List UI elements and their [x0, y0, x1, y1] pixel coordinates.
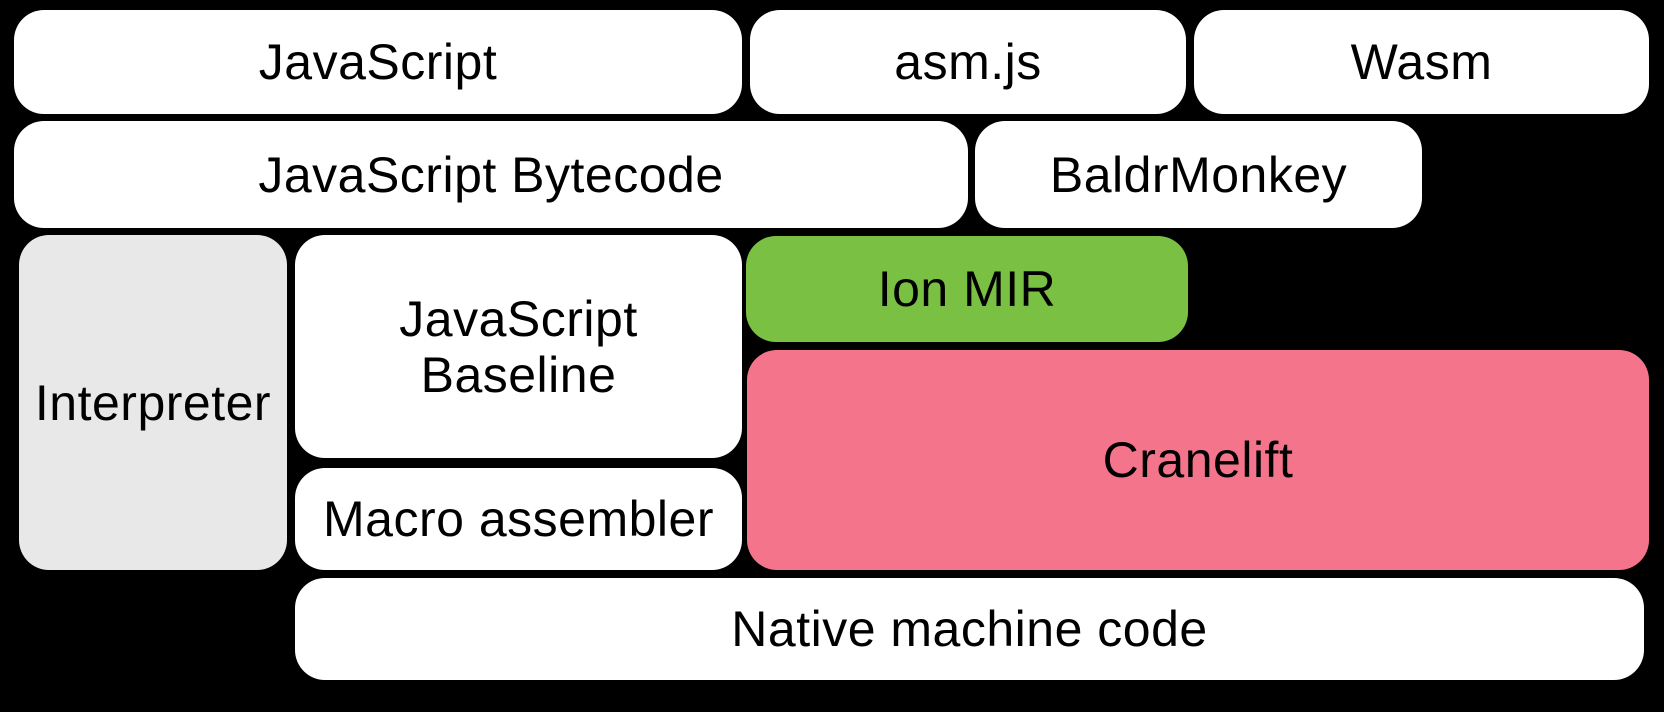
node-macro-assembler-label: Macro assembler: [323, 491, 714, 547]
node-macro-assembler: Macro assembler: [295, 468, 742, 570]
node-ion-mir: Ion MIR: [746, 236, 1188, 342]
node-interpreter: Interpreter: [19, 235, 287, 570]
node-javascript: JavaScript: [14, 10, 742, 114]
node-baldrmonkey-label: BaldrMonkey: [1049, 146, 1348, 203]
node-interpreter-label: Interpreter: [34, 374, 272, 431]
node-baldrmonkey: BaldrMonkey: [975, 121, 1422, 228]
node-ion-mir-label: Ion MIR: [877, 261, 1057, 317]
node-cranelift: Cranelift: [747, 350, 1649, 570]
node-wasm: Wasm: [1194, 10, 1649, 114]
node-javascript-bytecode-label: JavaScript Bytecode: [258, 146, 724, 203]
node-javascript-baseline: JavaScript Baseline: [295, 235, 742, 458]
node-native-machine-code: Native machine code: [295, 578, 1644, 680]
node-wasm-label: Wasm: [1350, 34, 1493, 90]
node-asmjs-label: asm.js: [894, 34, 1042, 90]
node-javascript-baseline-label: JavaScript Baseline: [399, 290, 638, 403]
node-javascript-label: JavaScript: [258, 34, 498, 90]
node-native-machine-code-label: Native machine code: [731, 601, 1208, 657]
node-javascript-bytecode: JavaScript Bytecode: [14, 121, 968, 228]
node-cranelift-label: Cranelift: [1102, 432, 1294, 488]
node-asmjs: asm.js: [750, 10, 1186, 114]
